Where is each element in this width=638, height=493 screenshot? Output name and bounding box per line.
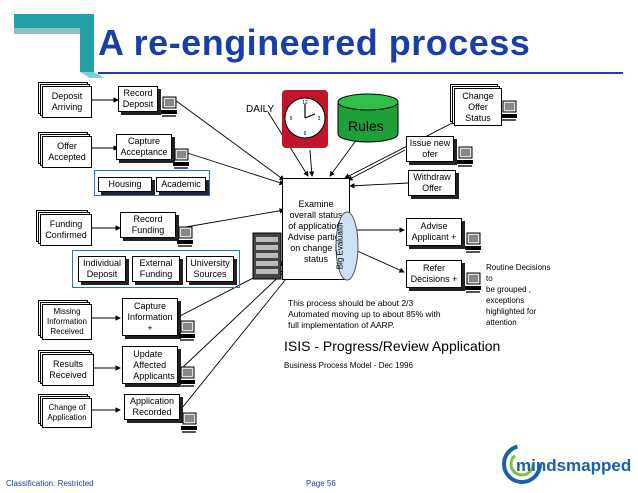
computer-icon [179, 366, 195, 387]
big-evaluator-shape [335, 211, 359, 281]
record-deposit-box: Record Deposit [118, 86, 158, 112]
computer-icon [465, 272, 481, 293]
funding-confirmed-label: Funding Confirmed [40, 214, 92, 246]
application-recorded-box: Application Recorded [124, 394, 180, 420]
funding-sub-frame [72, 250, 240, 288]
slide-title: A re-engineered process [98, 22, 531, 63]
capture-acceptance-box: Capture Acceptance [116, 134, 172, 160]
page-number: Page 56 [306, 479, 336, 488]
capture-information-box: Capture Information + [122, 298, 178, 336]
svg-text:6: 6 [304, 131, 307, 137]
withdraw-offer-box: Withdraw Offer [408, 170, 456, 196]
computer-icon [465, 232, 481, 253]
acceptance-sub-frame [94, 170, 210, 196]
external-funding-box: External Funding [132, 256, 180, 282]
svg-text:9: 9 [290, 116, 293, 122]
university-sources-box: University Sources [186, 256, 234, 282]
computer-icon [173, 148, 189, 169]
computer-icon [501, 100, 517, 121]
mindsmapped-logo: mindsmapped [502, 444, 631, 484]
housing-box: Housing [98, 177, 152, 192]
offer-accepted-box: Offer Accepted [38, 132, 94, 170]
daily-label: DAILY [246, 104, 275, 115]
update-affected-box: Update Affected Applicants [122, 346, 178, 384]
deposit-arriving-label: Deposit Arriving [42, 86, 92, 118]
corner-decoration [14, 14, 104, 78]
record-funding-box: Record Funding [120, 212, 176, 238]
results-received-label: Results Received [42, 354, 94, 386]
process-note: This process should be about 2/3 Automat… [288, 298, 441, 330]
missing-information-box: Missing Information Received [38, 300, 94, 342]
big-evaluator-label: Big Evaluator [335, 221, 345, 270]
funding-confirmed-box: Funding Confirmed [36, 210, 94, 248]
individual-deposit-box: Individual Deposit [78, 256, 126, 282]
title-underline [98, 72, 623, 74]
computer-icon [161, 96, 177, 117]
computer-icon [177, 226, 193, 247]
change-of-application-box: Change of Application [38, 394, 94, 430]
svg-text:3: 3 [318, 116, 321, 122]
isis-subtitle: Business Process Model - Dec 1996 [284, 361, 413, 370]
routine-decisions-note: Routine Decisions to be grouped , except… [486, 263, 551, 327]
change-offer-status-label: Change Offer Status [454, 88, 502, 126]
classification-footer: Classification: Restricted [6, 479, 94, 488]
clock-icon: 12 3 6 9 [282, 90, 328, 148]
isis-title: ISIS - Progress/Review Application [284, 338, 501, 354]
computer-icon [457, 146, 473, 167]
server-icon [252, 232, 282, 280]
change-offer-status-box: Change Offer Status [450, 84, 504, 128]
refer-decisions-box: Refer Decisions + [406, 260, 462, 288]
svg-text:12: 12 [302, 100, 308, 106]
rules-label: Rules [348, 118, 384, 134]
issue-new-offer-box: Issue new ofer [406, 136, 454, 162]
academic-box: Academic [156, 177, 206, 192]
results-received-box: Results Received [38, 350, 96, 388]
missing-information-label: Missing Information Received [42, 304, 92, 340]
deposit-arriving-box: Deposit Arriving [38, 82, 94, 120]
rules-database-icon [337, 93, 399, 143]
advise-applicant-box: Advise Applicant + [406, 218, 462, 246]
computer-icon [179, 320, 195, 341]
change-of-application-label: Change of Application [42, 398, 92, 428]
computer-icon [181, 412, 197, 433]
offer-accepted-label: Offer Accepted [42, 136, 92, 168]
svg-text:mindsmapped: mindsmapped [516, 456, 631, 475]
